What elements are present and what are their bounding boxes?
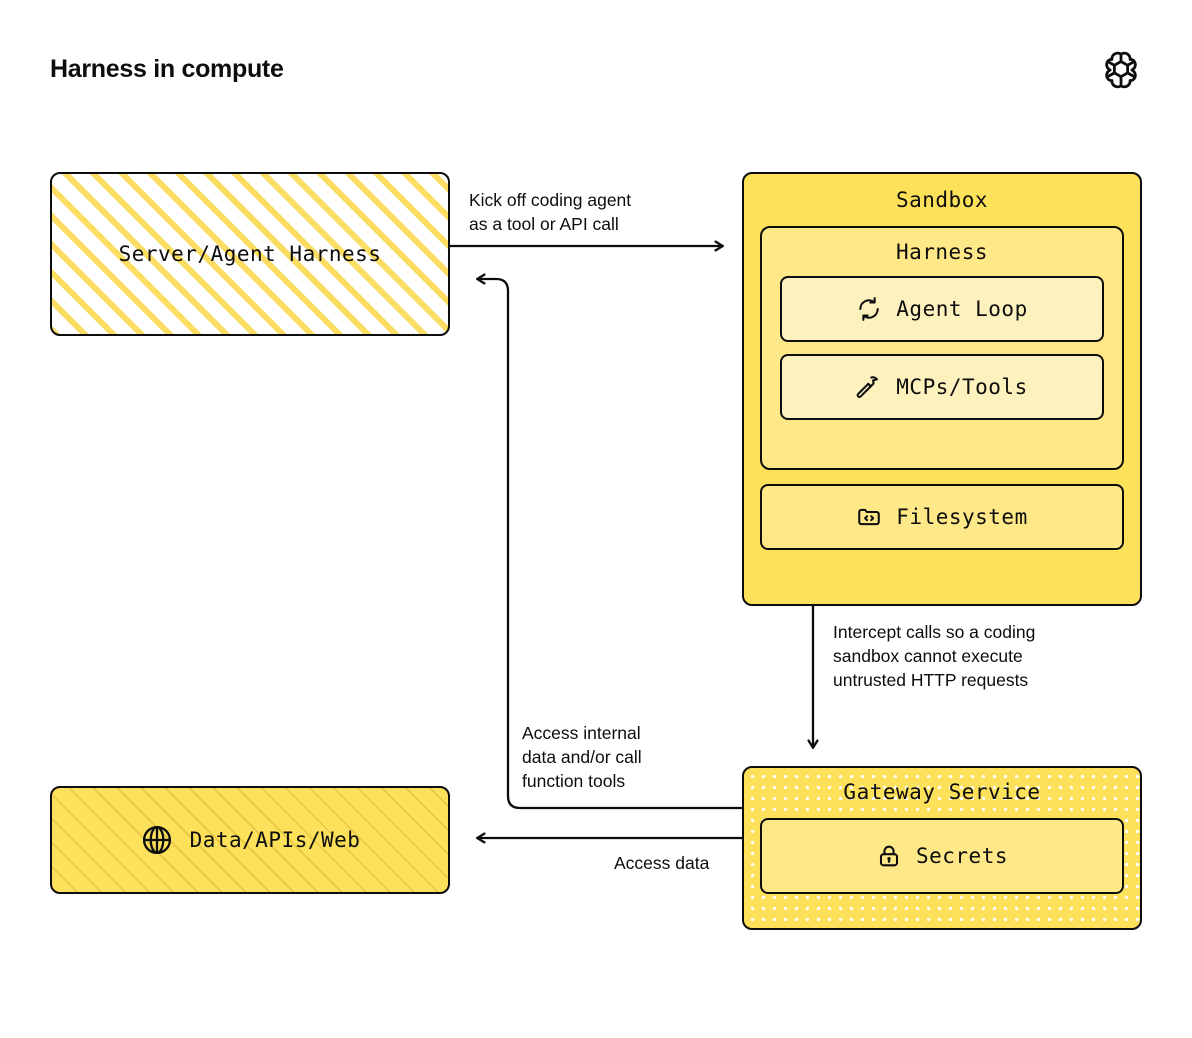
node-label-gateway-service: Gateway Service bbox=[843, 780, 1041, 804]
node-label-mcps-tools: MCPs/Tools bbox=[896, 375, 1028, 399]
node-sandbox[interactable]: Sandbox Harness Agent Loop bbox=[742, 172, 1142, 606]
edge-label-intercept: Intercept calls so a coding sandbox cann… bbox=[833, 622, 1036, 690]
openai-logo-icon bbox=[1098, 48, 1144, 94]
folder-code-icon bbox=[856, 504, 882, 530]
node-filesystem[interactable]: Filesystem bbox=[760, 484, 1124, 550]
lock-icon bbox=[876, 843, 902, 869]
node-label-harness: Harness bbox=[895, 240, 988, 264]
edge-label-access-data: Access data bbox=[614, 853, 710, 873]
node-label-sandbox: Sandbox bbox=[895, 188, 988, 212]
node-secrets[interactable]: Secrets bbox=[760, 818, 1124, 894]
node-agent-loop[interactable]: Agent Loop bbox=[780, 276, 1104, 342]
refresh-loop-icon bbox=[856, 296, 882, 322]
node-server-agent-harness[interactable]: Server/Agent Harness bbox=[50, 172, 450, 336]
globe-icon bbox=[140, 823, 174, 857]
node-label-server-agent-harness: Server/Agent Harness bbox=[118, 242, 382, 266]
node-label-agent-loop: Agent Loop bbox=[896, 297, 1028, 321]
node-label-filesystem: Filesystem bbox=[896, 505, 1028, 529]
hammer-icon bbox=[856, 374, 882, 400]
page-title: Harness in compute bbox=[50, 55, 284, 83]
node-label-data-apis-web: Data/APIs/Web bbox=[189, 828, 361, 852]
node-mcps-tools[interactable]: MCPs/Tools bbox=[780, 354, 1104, 420]
node-harness[interactable]: Harness Agent Loop MCPs/Tools bbox=[760, 226, 1124, 470]
node-gateway-service[interactable]: Gateway Service Secrets bbox=[742, 766, 1142, 930]
node-label-secrets: Secrets bbox=[915, 844, 1008, 868]
node-data-apis-web[interactable]: Data/APIs/Web bbox=[50, 786, 450, 894]
edge-label-return-to-harness: Access internal data and/or call functio… bbox=[522, 723, 642, 791]
edge-label-kickoff: Kick off coding agent as a tool or API c… bbox=[469, 190, 632, 234]
